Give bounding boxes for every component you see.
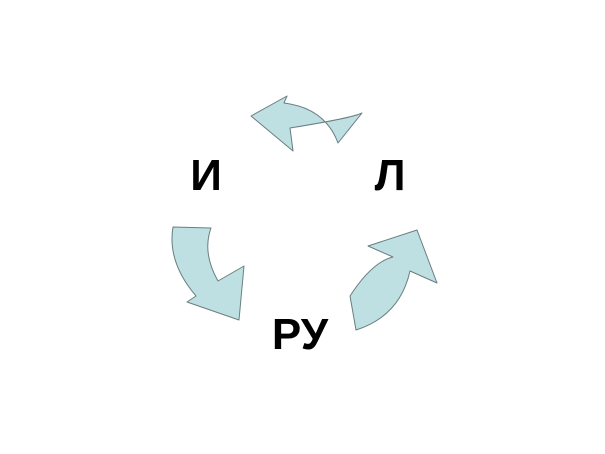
node-label-i: И <box>190 151 222 200</box>
arrow-ru-to-l <box>349 229 438 331</box>
node-label-ru: РУ <box>272 310 329 359</box>
arrow-i-to-ru <box>171 226 245 321</box>
node-label-l: Л <box>375 151 406 200</box>
arrow-l-to-i <box>250 95 363 152</box>
